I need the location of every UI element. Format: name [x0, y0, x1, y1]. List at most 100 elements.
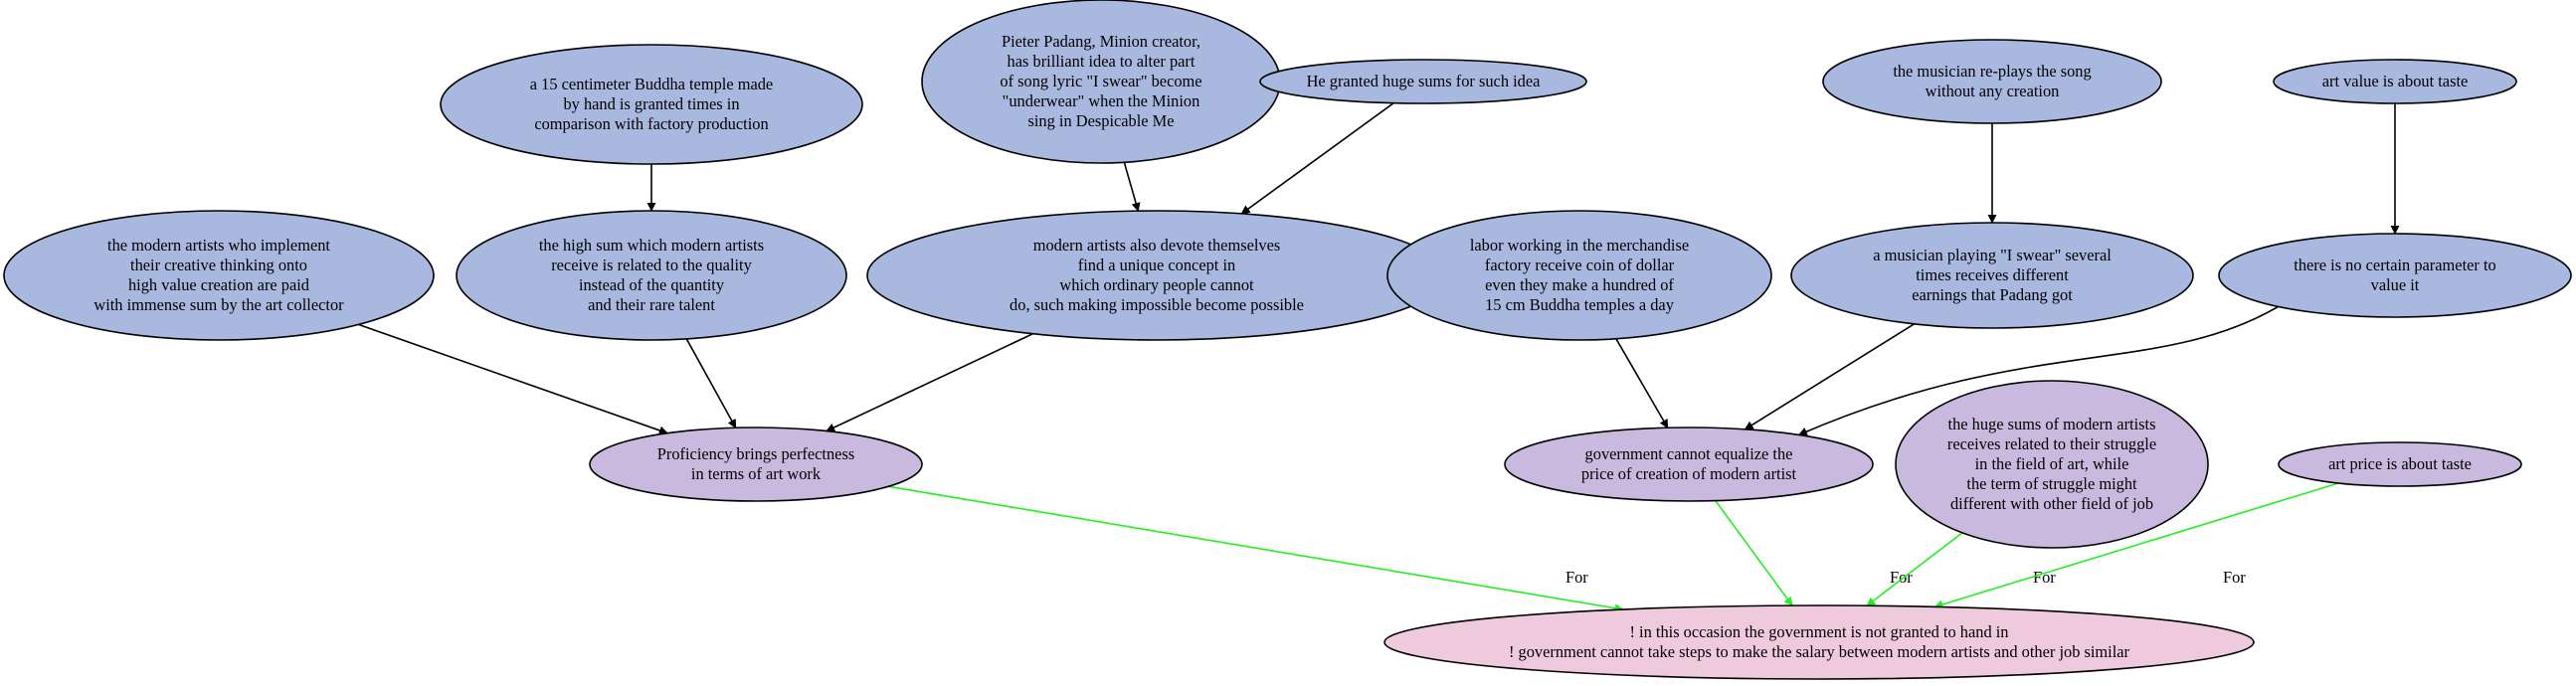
node-text-line: receives related to their struggle	[1947, 434, 2156, 453]
edge-no-parameter-to-gov-cannot-equalize	[1797, 305, 2279, 436]
node-text-line: in the field of art, while	[1975, 454, 2129, 473]
node-text-line: their creative thinking onto	[130, 256, 307, 274]
node-art-price-taste[interactable]: art price is about taste	[2278, 441, 2522, 487]
node-text-line: earnings that Padang got	[1912, 285, 2073, 304]
node-text-line: in terms of art work	[691, 464, 822, 483]
edge-line	[888, 485, 1624, 613]
edge-huge-sums-struggle-to-conclusion: For	[1866, 532, 2056, 606]
node-text-line: the term of struggle might	[1966, 474, 2137, 493]
node-text-line: Pieter Padang, Minion creator,	[1002, 32, 1200, 51]
node-conclusion[interactable]: ! in this occasion the government is not…	[1383, 604, 2255, 680]
node-text-line: modern artists also devote themselves	[1033, 236, 1281, 255]
edge-line	[358, 323, 668, 435]
node-shape	[440, 44, 863, 165]
edge-line	[1240, 101, 1394, 215]
edge-label: For	[1565, 568, 1588, 587]
node-text-line: He granted huge sums for such idea	[1307, 72, 1542, 90]
node-high-sum-quality[interactable]: the high sum which modern artistsreceive…	[456, 210, 847, 341]
edge-high-sum-quality-to-proficiency	[685, 338, 737, 429]
node-text-line: different with other field of job	[1950, 494, 2153, 513]
node-shape	[2273, 59, 2517, 104]
node-text-line: 15 cm Buddha temples a day	[1485, 295, 1675, 314]
node-huge-sums-idea[interactable]: He granted huge sums for such idea	[1259, 59, 1587, 104]
node-pieter-padang[interactable]: Pieter Padang, Minion creator,has brilli…	[921, 0, 1281, 164]
node-art-value-taste[interactable]: art value is about taste	[2273, 59, 2517, 104]
node-shape	[456, 210, 847, 341]
node-text-line: instead of the quantity	[579, 275, 725, 294]
node-shape	[3, 210, 435, 341]
node-text-line: without any creation	[1926, 82, 2060, 100]
node-shape	[2218, 233, 2572, 318]
node-shape	[1895, 380, 2209, 549]
node-text-line: do, such making impossible become possib…	[1010, 295, 1304, 314]
node-text-line: even they make a hundred of	[1485, 275, 1674, 294]
node-shape	[1504, 427, 1874, 502]
node-text-line: ! in this occasion the government is not…	[1629, 622, 2008, 641]
node-text-line: by hand is granted times in	[563, 94, 739, 113]
node-text-line: the huge sums of modern artists	[1948, 415, 2156, 433]
node-text-line: with immense sum by the art collector	[93, 295, 344, 314]
node-text-line: the high sum which modern artists	[539, 236, 764, 255]
node-text-line: factory receive coin of dollar	[1485, 256, 1675, 274]
node-huge-sums-struggle[interactable]: the huge sums of modern artistsreceives …	[1895, 380, 2209, 549]
node-text-line: which ordinary people cannot	[1059, 275, 1254, 294]
edge-line	[685, 338, 737, 429]
edge-line	[1933, 482, 2339, 609]
edge-modern-artists-implement-to-proficiency	[358, 323, 668, 435]
node-text-line: government cannot equalize the	[1585, 444, 1793, 463]
node-text-line: Proficiency brings perfectness	[657, 444, 854, 463]
edge-pieter-padang-to-devote-themselves	[1123, 162, 1141, 212]
node-shape	[1822, 39, 2162, 124]
edge-gov-cannot-equalize-to-conclusion: For	[1715, 500, 1913, 606]
edges-layer: For For For For	[358, 101, 2400, 613]
node-text-line: has brilliant idea to alter part	[1008, 52, 1196, 71]
edge-line	[1615, 338, 1669, 429]
node-text-line: price of creation of modern artist	[1581, 464, 1797, 483]
edge-label: For	[2033, 568, 2056, 587]
edge-devote-themselves-to-proficiency	[826, 333, 1033, 432]
edge-label: For	[1890, 568, 1913, 587]
edge-proficiency-to-conclusion: For	[888, 485, 1624, 613]
edge-art-price-taste-to-conclusion: For	[1933, 482, 2339, 609]
node-text-line: times receives different	[1916, 265, 2069, 284]
node-devote-themselves[interactable]: modern artists also devote themselvesfin…	[866, 210, 1447, 341]
node-shape	[1259, 59, 1587, 104]
node-text-line: receive is related to the quality	[551, 256, 752, 274]
node-text-line: there is no certain parameter to	[2294, 256, 2495, 274]
edge-labor-merchandise-to-gov-cannot-equalize	[1615, 338, 1669, 429]
edge-label: For	[2223, 568, 2246, 587]
node-shape	[1790, 222, 2194, 329]
node-text-line: labor working in the merchandise	[1470, 236, 1689, 255]
node-text-line: art price is about taste	[2328, 454, 2472, 473]
node-shape	[589, 427, 923, 502]
node-text-line: comparison with factory production	[534, 114, 768, 133]
node-text-line: of song lyric "I swear" become	[1000, 72, 1201, 90]
node-musician-playing[interactable]: a musician playing "I swear" severaltime…	[1790, 222, 2194, 329]
edge-line	[1715, 500, 1793, 606]
node-text-line: the modern artists who implement	[107, 236, 330, 255]
node-shape	[1386, 210, 1772, 341]
node-text-line: find a unique concept in	[1078, 256, 1235, 274]
edge-line	[1797, 305, 2279, 436]
edge-musician-playing-to-gov-cannot-equalize	[1744, 323, 1916, 430]
node-shape	[1383, 604, 2255, 680]
node-text-line: art value is about taste	[2322, 72, 2469, 90]
edge-line	[1744, 323, 1916, 430]
edge-line	[826, 333, 1033, 432]
node-text-line: sing in Despicable Me	[1027, 111, 1174, 130]
node-text-line: "underwear" when the Minion	[1003, 91, 1200, 110]
node-labor-merchandise[interactable]: labor working in the merchandisefactory …	[1386, 210, 1772, 341]
node-text-line: high value creation are paid	[128, 275, 309, 294]
node-text-line: a 15 centimeter Buddha temple made	[530, 75, 773, 93]
edge-huge-sums-idea-to-devote-themselves	[1240, 101, 1394, 215]
edge-line	[1123, 162, 1141, 212]
node-text-line: ! government cannot take steps to make t…	[1509, 642, 2130, 661]
